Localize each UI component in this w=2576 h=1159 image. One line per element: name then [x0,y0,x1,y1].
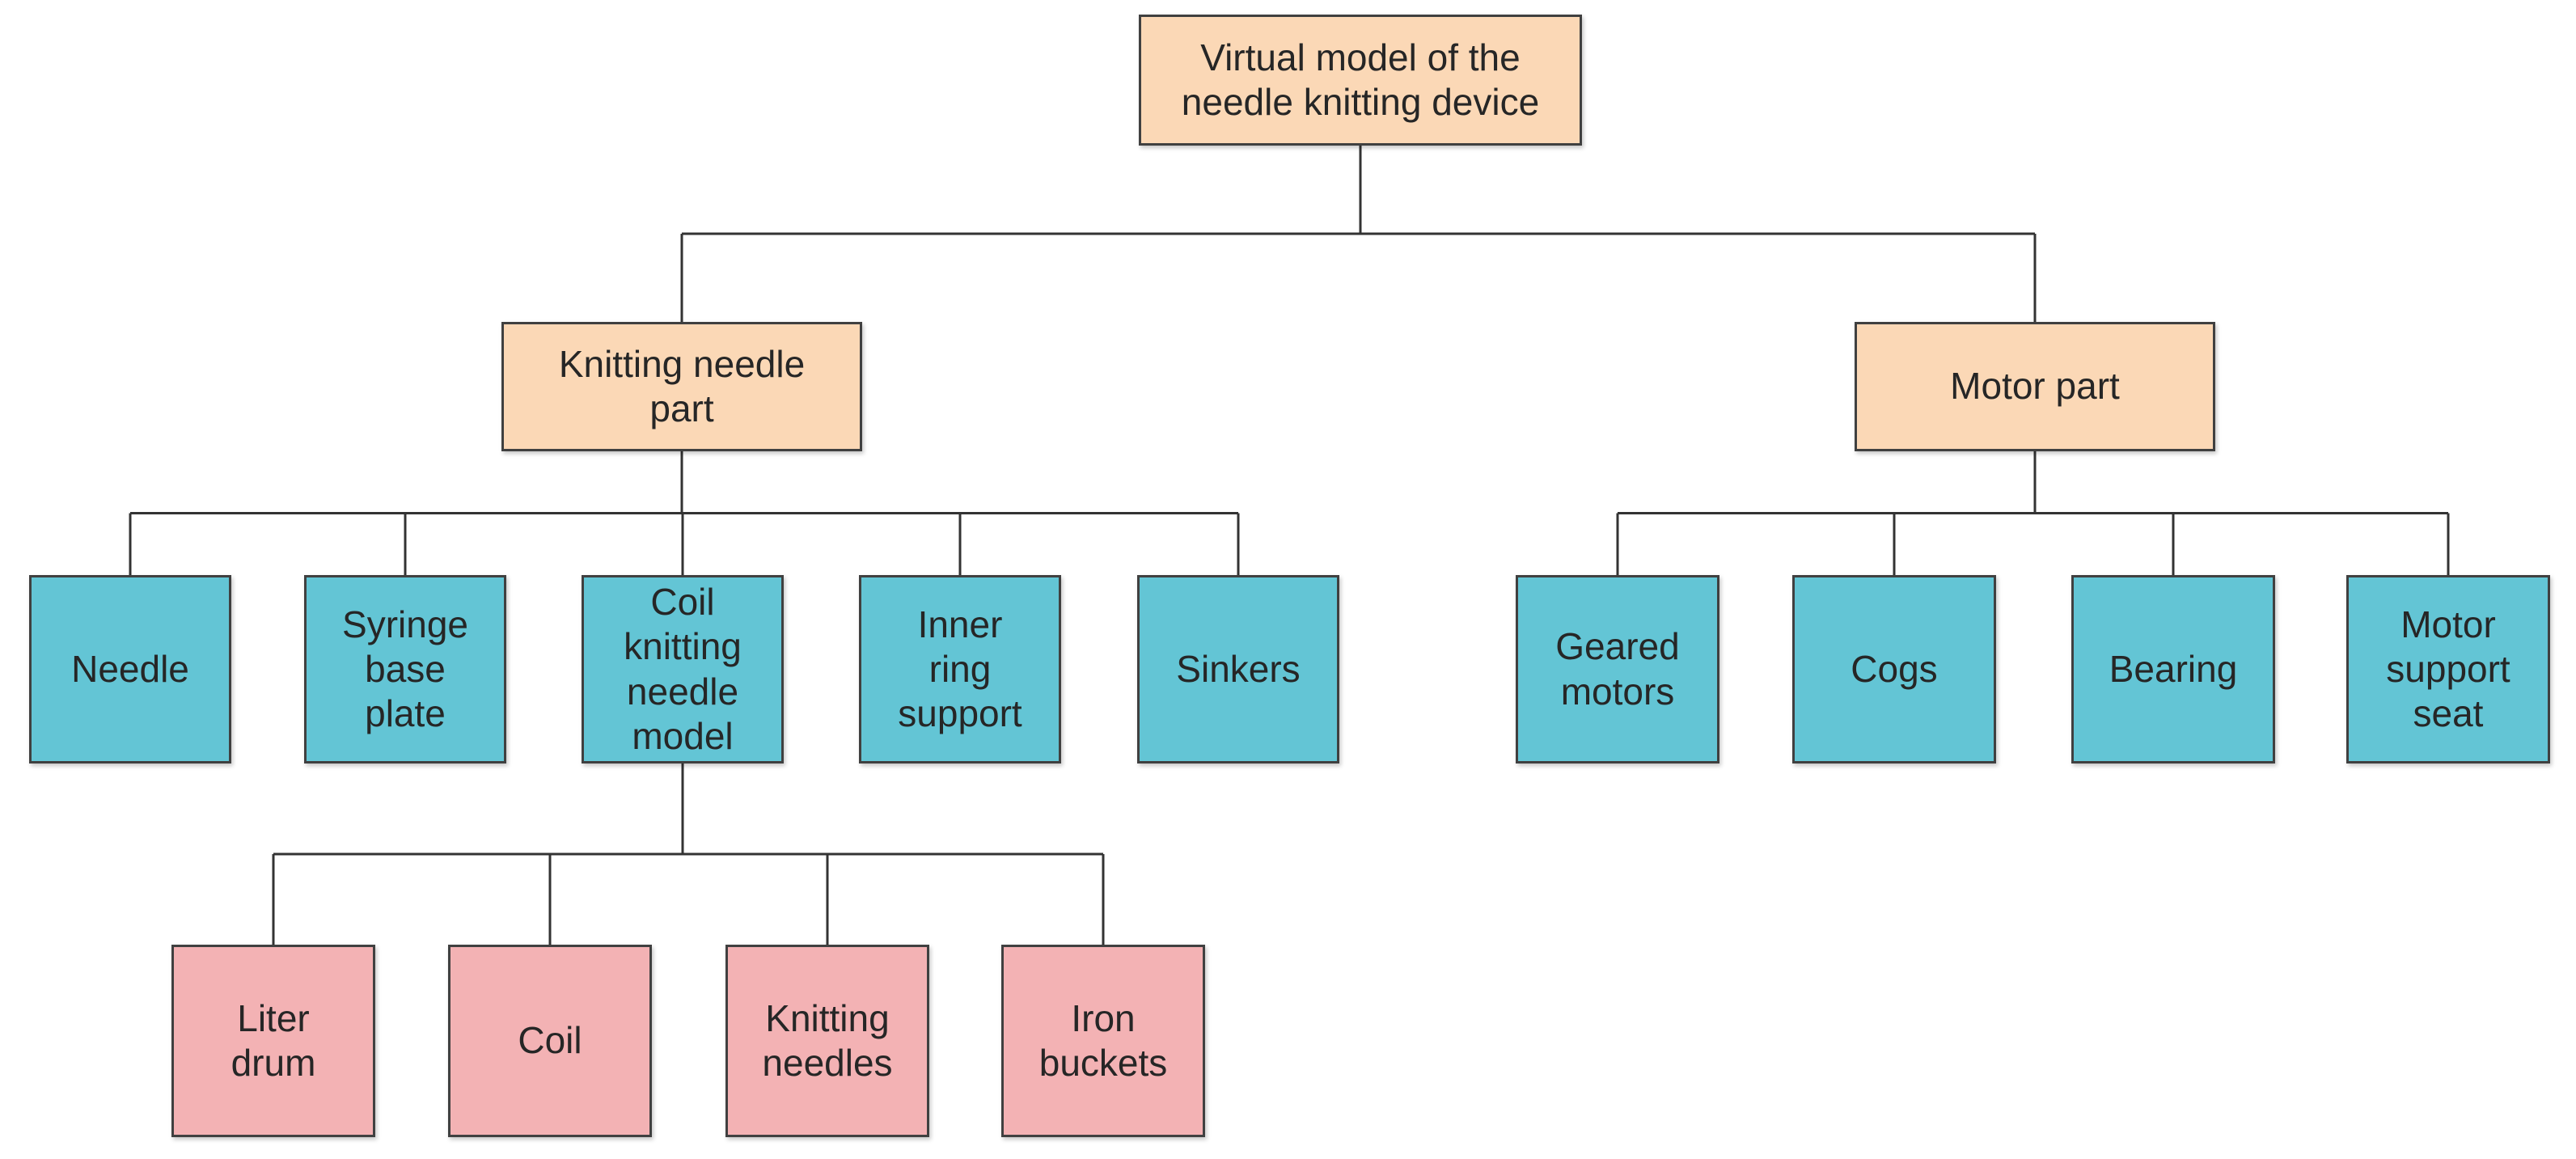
node-syringe-base-plate: Syringe base plate [304,575,506,764]
node-label: Syringe base plate [342,603,468,735]
node-label: Bearing [2109,647,2238,690]
node-sinkers: Sinkers [1137,575,1339,764]
node-label: Coil [518,1019,582,1062]
node-geared-motors: Geared motors [1516,575,1719,764]
node-motor-part: Motor part [1855,322,2215,451]
node-knitting-needle-part: Knitting needle part [501,322,862,451]
node-label: Coil knitting needle model [624,581,742,757]
node-virtual-model-root: Virtual model of the needle knitting dev… [1139,15,1582,146]
node-label: Virtual model of the needle knitting dev… [1181,36,1540,123]
node-label: Cogs [1851,647,1938,690]
node-label: Liter drum [231,996,316,1084]
node-label: Sinkers [1176,647,1301,690]
node-label: Motor part [1950,365,2120,408]
node-knitting-needles: Knitting needles [725,945,929,1137]
node-motor-support-seat: Motor support seat [2346,575,2550,764]
node-label: Motor support seat [2386,603,2510,735]
node-liter-drum: Liter drum [171,945,375,1137]
node-label: Knitting needle part [558,342,806,429]
node-inner-ring-support: Inner ring support [859,575,1061,764]
node-label: Needle [71,647,189,690]
node-coil-knitting-needle-model: Coil knitting needle model [582,575,784,764]
node-needle: Needle [29,575,231,764]
node-cogs: Cogs [1792,575,1996,764]
node-label: Inner ring support [898,603,1022,735]
node-coil: Coil [448,945,652,1137]
node-label: Geared motors [1555,625,1680,713]
node-iron-buckets: Iron buckets [1001,945,1205,1137]
node-bearing: Bearing [2071,575,2275,764]
node-label: Iron buckets [1038,996,1168,1084]
node-label: Knitting needles [762,996,893,1084]
